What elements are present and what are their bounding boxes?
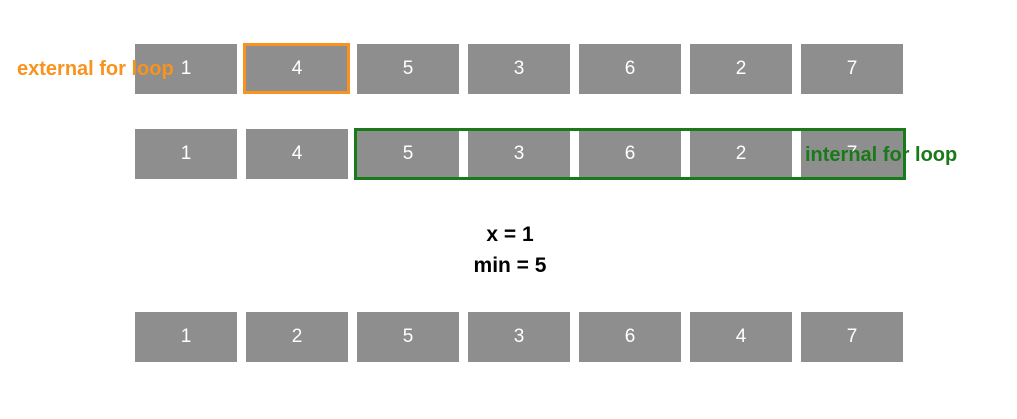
internal-loop-label: internal for loop	[805, 144, 958, 166]
array-cell: 5	[357, 129, 459, 179]
array-row-result: 1 2 5 3 6 4 7	[0, 312, 1017, 362]
array-row-scan: 1 4 5 3 6 2 7	[0, 129, 1017, 179]
external-loop-highlight	[243, 43, 350, 94]
min-value-text: min = 5	[473, 254, 547, 277]
array-cell: 2	[246, 312, 348, 362]
array-cell: 4	[690, 312, 792, 362]
array-cell: 1	[135, 44, 237, 94]
array-cell: 1	[135, 129, 237, 179]
array-cell: 7	[801, 44, 903, 94]
array-cell: 7	[801, 312, 903, 362]
array-cell: 4	[246, 129, 348, 179]
array-cell: 2	[690, 44, 792, 94]
array-cell: 3	[468, 44, 570, 94]
x-value-text: x = 1	[486, 223, 534, 246]
array-cell: 6	[579, 44, 681, 94]
array-cell: 3	[468, 312, 570, 362]
array-cell: 5	[357, 44, 459, 94]
array-cell: 7	[801, 129, 903, 179]
loop-state: x = 1 min = 5	[420, 219, 600, 281]
array-cell: 6	[579, 129, 681, 179]
array-cell: 5	[357, 312, 459, 362]
internal-loop-highlight	[354, 128, 906, 180]
external-loop-label: external for loop	[17, 58, 174, 80]
array-cell: 4	[246, 44, 348, 94]
array-cell: 1	[135, 312, 237, 362]
array-cell: 3	[468, 129, 570, 179]
array-row-initial: 1 4 5 3 6 2 7	[0, 44, 1017, 94]
array-cell: 2	[690, 129, 792, 179]
array-cell: 6	[579, 312, 681, 362]
